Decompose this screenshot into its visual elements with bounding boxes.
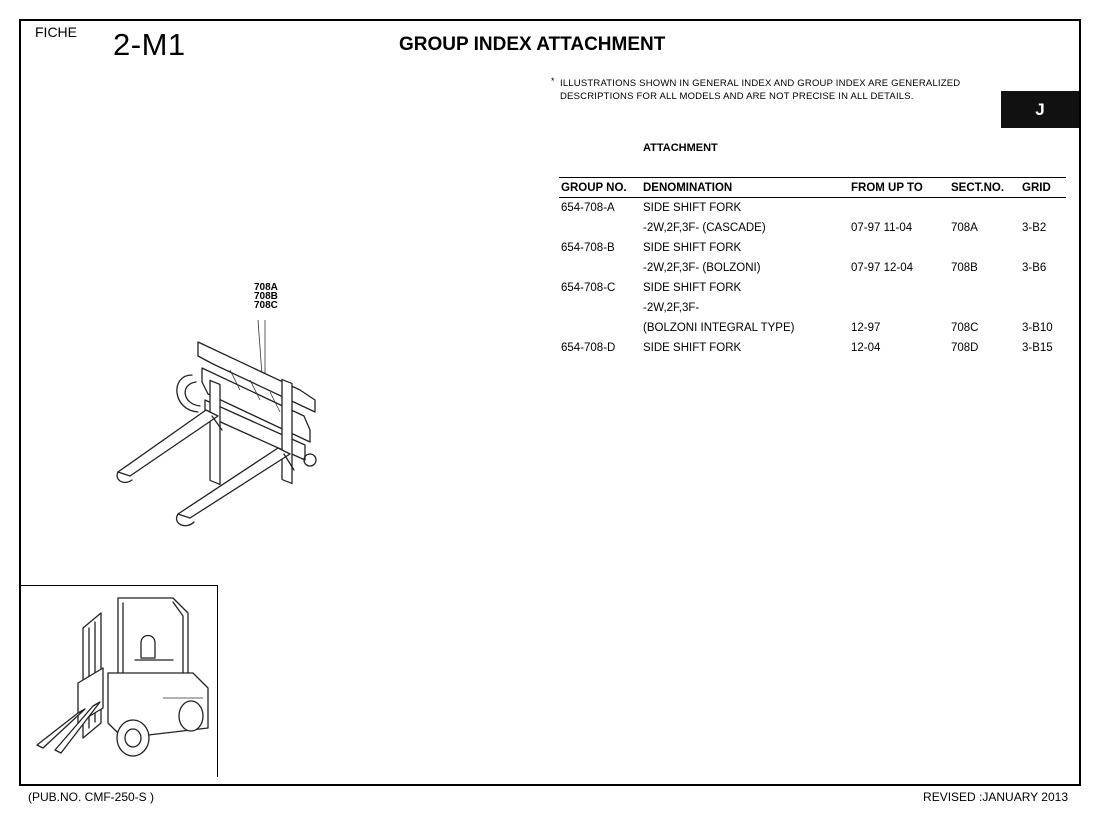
- note-line-1: ILLUSTRATIONS SHOWN IN GENERAL INDEX AND…: [560, 78, 961, 89]
- table-cell-sect-no: 708B: [951, 262, 978, 274]
- illustration-callouts: 708A 708B 708C: [254, 282, 278, 311]
- callout-708b[interactable]: 708B: [254, 291, 278, 302]
- table-cell-from-up-to: 07-97 11-04: [851, 222, 913, 234]
- note-marker: *: [551, 76, 555, 86]
- col-header-grid: GRID: [1022, 182, 1051, 194]
- section-tab-j[interactable]: J: [1001, 91, 1079, 128]
- table-cell-from-up-to: 12-97: [851, 322, 881, 334]
- table-cell-from-up-to: 07-97 12-04: [851, 262, 914, 274]
- note-line-2: DESCRIPTIONS FOR ALL MODELS AND ARE NOT …: [560, 91, 914, 102]
- col-header-group-no: GROUP NO.: [561, 182, 627, 194]
- section-title: ATTACHMENT: [643, 142, 718, 154]
- table-cell-denomination: SIDE SHIFT FORK: [643, 202, 742, 214]
- side-shift-fork-illustration: [116, 320, 317, 527]
- table-cell-from-up-to: 12-04: [851, 342, 881, 354]
- page-title: GROUP INDEX ATTACHMENT: [399, 34, 666, 55]
- table-cell-sect-no: 708A: [951, 222, 978, 234]
- disclaimer-note: * ILLUSTRATIONS SHOWN IN GENERAL INDEX A…: [551, 76, 1021, 103]
- table-cell-grid: 3-B15: [1022, 342, 1053, 354]
- table-cell-group-no: 654-708-C: [561, 282, 616, 294]
- col-header-sect-no: SECT.NO.: [951, 182, 1005, 194]
- table-cell-denomination: (BOLZONI INTEGRAL TYPE): [643, 322, 795, 334]
- table-cell-group-no: 654-708-D: [561, 342, 616, 354]
- forklift-thumbnail-frame: [21, 585, 218, 777]
- table-cell-sect-no: 708C: [951, 322, 979, 334]
- fiche-label: FICHE: [35, 24, 77, 40]
- table-cell-group-no: 654-708-A: [561, 202, 615, 214]
- table-cell-denomination: SIDE SHIFT FORK: [643, 242, 742, 254]
- table-cell-grid: 3-B6: [1022, 262, 1047, 274]
- table-cell-denomination: -2W,2F,3F-: [643, 302, 700, 314]
- table-cell-denomination: SIDE SHIFT FORK: [643, 342, 742, 354]
- callout-708a[interactable]: 708A: [254, 282, 278, 293]
- col-header-denomination: DENOMINATION: [643, 182, 733, 194]
- table-cell-grid: 3-B2: [1022, 222, 1047, 234]
- forklift-thumbnail-illustration: [36, 597, 209, 757]
- table-top-rule: [559, 177, 1066, 178]
- page-frame: [19, 19, 1081, 786]
- callout-708c[interactable]: 708C: [254, 300, 278, 311]
- table-cell-denomination: SIDE SHIFT FORK: [643, 282, 742, 294]
- table-cell-sect-no: 708D: [951, 342, 979, 354]
- fiche-code: 2-M1: [113, 27, 186, 62]
- col-header-from-up-to: FROM UP TO: [851, 182, 923, 194]
- table-cell-denomination: -2W,2F,3F- (BOLZONI): [643, 262, 761, 274]
- table-cell-group-no: 654-708-B: [561, 242, 615, 254]
- publication-number: (PUB.NO. CMF-250-S ): [28, 790, 155, 804]
- table-cell-grid: 3-B10: [1022, 322, 1053, 334]
- revision-date: REVISED :JANUARY 2013: [923, 790, 1068, 804]
- table-cell-denomination: -2W,2F,3F- (CASCADE): [643, 222, 766, 234]
- table-header-rule: [559, 197, 1066, 198]
